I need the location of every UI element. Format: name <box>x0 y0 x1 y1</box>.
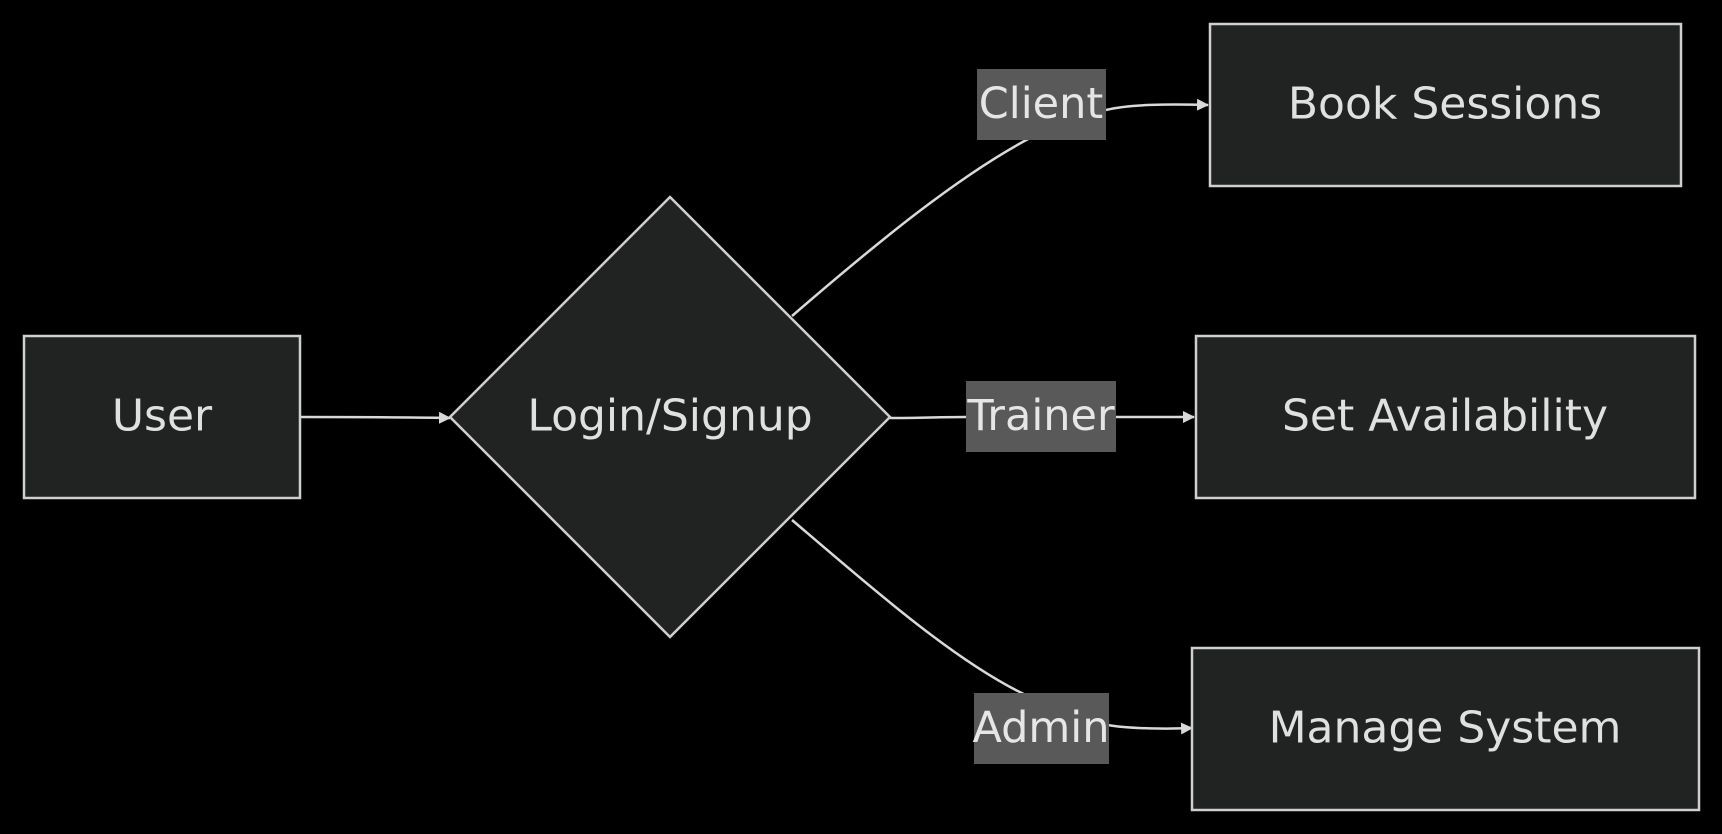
node-book-sessions-label: Book Sessions <box>1288 79 1602 130</box>
node-set-availability-label: Set Availability <box>1282 391 1608 442</box>
edge-login-to-trainer-label <box>889 415 967 420</box>
node-user: User <box>22 334 302 500</box>
edge-label-trainer: Trainer <box>966 381 1116 452</box>
edge-client-label-to-book-sessions <box>1105 98 1209 112</box>
node-manage-system: Manage System <box>1190 646 1701 812</box>
edge-label-client: Client <box>977 69 1106 140</box>
edge-user-to-login <box>299 411 451 424</box>
edge-label-admin-text: Admin <box>972 703 1109 753</box>
node-book-sessions: Book Sessions <box>1208 22 1683 188</box>
node-login-signup-label: Login/Signup <box>527 391 812 442</box>
edge-label-trainer-text: Trainer <box>966 391 1115 441</box>
node-set-availability: Set Availability <box>1194 334 1697 500</box>
edge-admin-label-to-manage-system <box>1107 722 1193 735</box>
edge-label-client-text: Client <box>979 79 1104 129</box>
edge-login-to-client-label <box>791 136 1031 317</box>
edge-label-admin: Admin <box>972 693 1110 764</box>
node-user-label: User <box>112 391 213 442</box>
node-manage-system-label: Manage System <box>1269 703 1622 754</box>
edge-login-to-admin-label <box>791 519 1031 699</box>
node-login-signup-decision: Login/Signup <box>448 195 892 639</box>
